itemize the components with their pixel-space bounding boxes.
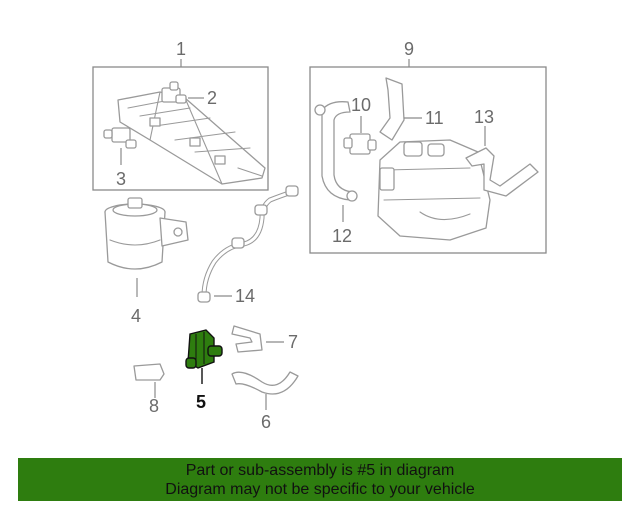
callout-14: 14 [235, 286, 255, 306]
callout-4: 4 [131, 306, 141, 326]
part-2-valve [161, 81, 187, 104]
callout-7: 7 [288, 332, 298, 352]
banner-line-2: Diagram may not be specific to your vehi… [165, 481, 475, 498]
callout-2: 2 [207, 88, 217, 108]
callout-3: 3 [116, 169, 126, 189]
part-4-canister [104, 197, 189, 270]
part-13-hose [465, 147, 539, 197]
callout-5: 5 [196, 392, 206, 412]
part-9-canister [377, 139, 491, 241]
callout-10: 10 [351, 95, 371, 115]
callout-9: 9 [404, 39, 414, 59]
part-12-hose [314, 101, 358, 202]
callout-12: 12 [332, 226, 352, 246]
part-14-hose [197, 185, 299, 303]
callout-8: 8 [149, 396, 159, 416]
part-7-hose [231, 325, 263, 353]
banner-line-1: Part or sub-assembly is #5 in diagram [185, 462, 455, 479]
part-11-bracket [379, 77, 405, 141]
part-6-hose [231, 371, 299, 395]
callout-6: 6 [261, 412, 271, 432]
callout-13: 13 [474, 107, 494, 127]
callout-1: 1 [176, 39, 186, 59]
part-3-valve [103, 127, 137, 149]
part-5-valve-highlighted [185, 329, 223, 369]
parts-diagram: 2 3 1 9 12 10 11 [92, 39, 547, 432]
part-8-hose [133, 363, 165, 381]
callout-11: 11 [425, 108, 444, 128]
info-banner: Part or sub-assembly is #5 in diagram Di… [18, 458, 622, 501]
part-10-sensor [343, 133, 377, 155]
